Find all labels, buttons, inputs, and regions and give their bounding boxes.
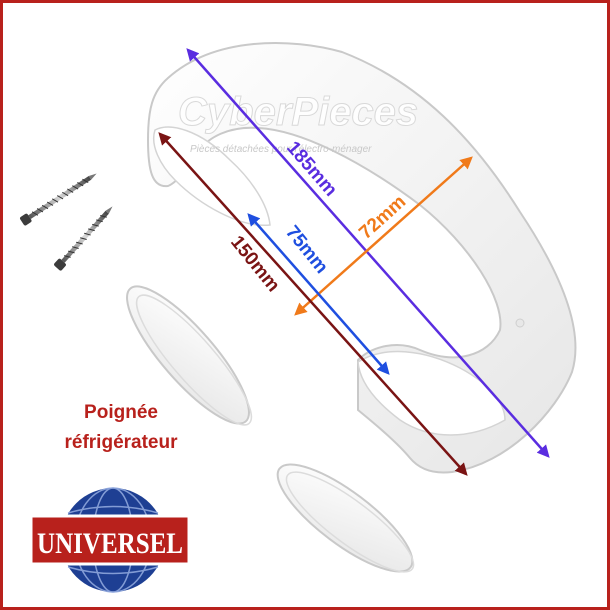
caption-line-2: réfrigérateur — [64, 432, 178, 453]
logo-band — [29, 514, 191, 566]
logo-text: UNIVERSEL — [37, 527, 183, 560]
screw-lower — [54, 206, 113, 271]
dimension-150mm-label: 150mm — [226, 232, 284, 296]
product-caption: Poignée réfrigérateur — [36, 398, 206, 458]
cover-cap-upper — [126, 285, 253, 426]
universel-logo: UNIVERSEL — [29, 487, 191, 593]
cover-cap-lower — [276, 463, 415, 573]
dimension-75mm-label: 75mm — [281, 222, 332, 278]
watermark-brand: CyberPieces — [178, 90, 418, 134]
caption-line-1: Poignée — [84, 402, 158, 423]
screw-upper — [20, 173, 97, 226]
